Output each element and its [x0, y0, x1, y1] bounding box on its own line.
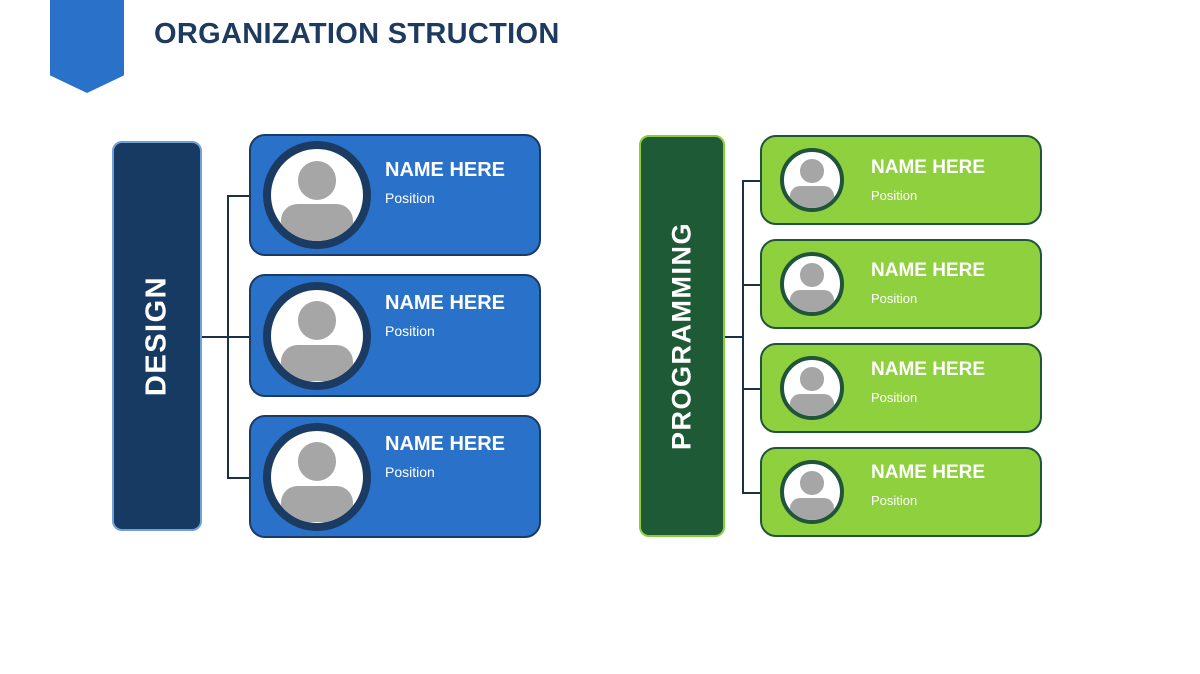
connector-branch [227, 195, 251, 197]
avatar-body-shape [790, 497, 834, 520]
avatar-body-shape [281, 344, 353, 382]
person-avatar-icon [780, 148, 844, 212]
avatar-body-shape [790, 289, 834, 312]
member-name: NAME HERE [385, 292, 506, 314]
avatar-head-shape [800, 367, 824, 391]
department-label: PROGRAMMING [666, 222, 697, 450]
person-avatar-icon [780, 460, 844, 524]
avatar-head-shape [800, 159, 824, 183]
member-name: NAME HERE [871, 359, 986, 380]
connector-stub [202, 336, 229, 338]
member-name: NAME HERE [385, 433, 506, 455]
header-banner-ribbon [50, 0, 124, 93]
person-avatar-icon [263, 281, 371, 390]
connector-branch [742, 492, 762, 494]
person-avatar-icon [263, 141, 371, 249]
avatar-body-shape [281, 485, 353, 523]
member-name: NAME HERE [871, 157, 986, 178]
avatar-body-shape [790, 393, 834, 416]
member-name: NAME HERE [385, 159, 506, 181]
member-card[interactable]: NAME HERE Position [760, 447, 1042, 537]
member-card[interactable]: NAME HERE Position [249, 415, 541, 538]
avatar-head-shape [297, 301, 337, 341]
avatar-head-shape [297, 160, 337, 200]
member-position: Position [871, 188, 918, 203]
member-name: NAME HERE [871, 260, 986, 281]
person-avatar-icon [263, 422, 371, 531]
member-card[interactable]: NAME HERE Position [249, 134, 541, 256]
department-label: DESIGN [140, 275, 173, 397]
member-card[interactable]: NAME HERE Position [249, 274, 541, 397]
avatar-body-shape [790, 185, 834, 208]
avatar-body-shape [281, 204, 353, 241]
member-position: Position [385, 323, 435, 339]
avatar-head-shape [800, 263, 824, 287]
member-position: Position [871, 291, 918, 306]
member-card[interactable]: NAME HERE Position [760, 135, 1042, 225]
avatar-head-shape [297, 442, 337, 482]
member-card[interactable]: NAME HERE Position [760, 343, 1042, 433]
connector-branch [227, 335, 251, 338]
member-card[interactable]: NAME HERE Position [760, 239, 1042, 329]
department-bar-design: DESIGN [112, 141, 202, 531]
member-name: NAME HERE [871, 462, 986, 483]
avatar-head-shape [800, 471, 824, 495]
connector-branch [742, 284, 762, 286]
department-bar-programming: PROGRAMMING [639, 135, 725, 537]
member-position: Position [871, 493, 918, 508]
member-position: Position [385, 464, 435, 480]
connector-branch [742, 180, 762, 182]
connector-branch [742, 388, 762, 390]
member-position: Position [385, 190, 435, 206]
page-title: ORGANIZATION STRUCTION [154, 18, 560, 50]
connector-branch [227, 476, 251, 479]
member-position: Position [871, 390, 918, 405]
person-avatar-icon [780, 356, 844, 420]
connector-stub [725, 336, 744, 338]
person-avatar-icon [780, 252, 844, 316]
